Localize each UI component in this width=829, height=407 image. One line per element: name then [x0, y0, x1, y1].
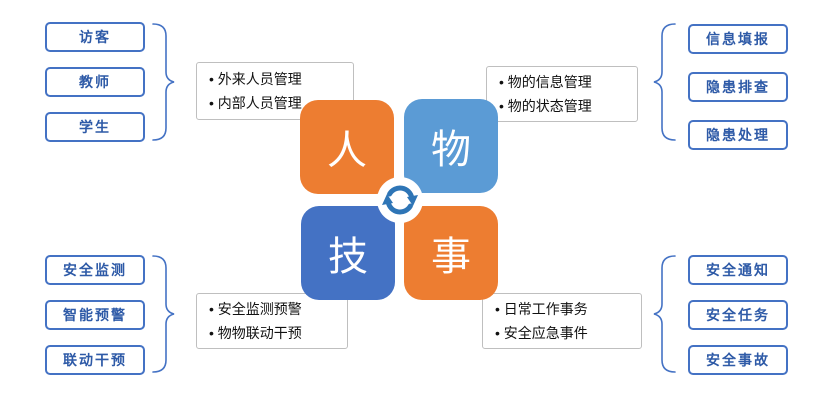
bracket-top-right: [653, 23, 676, 141]
detail-affair-management: 日常工作事务 安全应急事件: [482, 293, 642, 349]
tag-visitor: 访客: [45, 22, 145, 52]
tile-affairs: 事: [404, 206, 498, 300]
sync-arrows-icon: [377, 177, 423, 223]
tag-hazard-handle: 隐患处理: [688, 120, 788, 150]
detail-object-management: 物的信息管理 物的状态管理: [486, 66, 638, 122]
bracket-top-left: [152, 23, 175, 141]
tag-safety-monitor: 安全监测: [45, 255, 145, 285]
tag-linkage-intervention: 联动干预: [45, 345, 145, 375]
tag-info-report: 信息填报: [688, 24, 788, 54]
detail-person-management: 外来人员管理 内部人员管理: [196, 62, 354, 120]
detail-line: 物的状态管理: [499, 96, 625, 116]
detail-line: 物的信息管理: [499, 72, 625, 92]
tag-safety-notice: 安全通知: [688, 255, 788, 285]
tag-smart-warning: 智能预警: [45, 300, 145, 330]
tag-teacher: 教师: [45, 67, 145, 97]
bracket-bottom-right: [653, 255, 676, 373]
tile-technology: 技: [301, 206, 395, 300]
tile-object: 物: [404, 99, 498, 193]
detail-line: 物物联动干预: [209, 323, 335, 343]
tag-safety-task: 安全任务: [688, 300, 788, 330]
detail-tech-management: 安全监测预警 物物联动干预: [196, 293, 348, 349]
bracket-bottom-left: [152, 255, 175, 373]
tag-safety-accident: 安全事故: [688, 345, 788, 375]
detail-line: 日常工作事务: [495, 299, 629, 319]
detail-line: 外来人员管理: [209, 69, 341, 89]
tag-hazard-check: 隐患排查: [688, 72, 788, 102]
tile-person: 人: [300, 100, 394, 194]
detail-line: 安全应急事件: [495, 323, 629, 343]
detail-line: 内部人员管理: [209, 93, 341, 113]
tag-student: 学生: [45, 112, 145, 142]
detail-line: 安全监测预警: [209, 299, 335, 319]
